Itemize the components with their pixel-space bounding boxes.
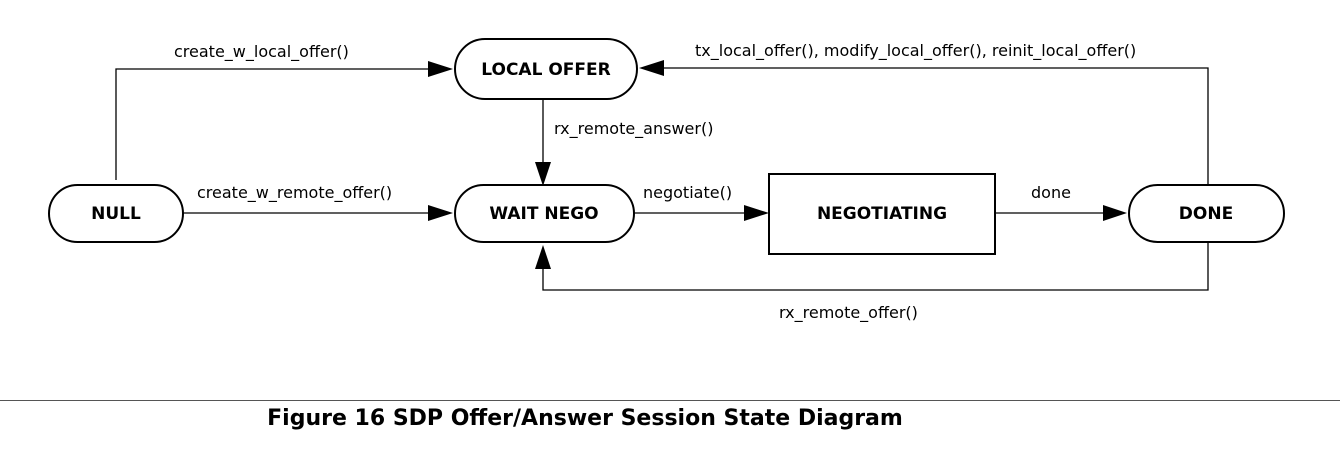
arrowhead [428,61,453,77]
arrowhead [535,245,551,269]
edge-null-to-local-offer [115,61,453,180]
node-done: DONE [1128,184,1285,243]
figure-caption: Figure 16 SDP Offer/Answer Session State… [267,406,903,431]
edge-done-to-local-offer [639,60,1209,185]
edge-label-negotiate: negotiate() [643,183,732,202]
node-wait-nego-label: WAIT NEGO [489,204,598,224]
edge-label-tx-modify-reinit: tx_local_offer(), modify_local_offer(), … [695,41,1136,61]
node-negotiating-label: NEGOTIATING [817,204,947,224]
node-local-offer: LOCAL OFFER [454,38,638,100]
node-null-label: NULL [91,204,141,224]
node-wait-nego: WAIT NEGO [454,184,635,243]
edge-label-done: done [1031,183,1071,202]
edge-label-create-w-remote-offer: create_w_remote_offer() [197,183,392,203]
arrowhead [1103,205,1127,221]
arrowhead [639,60,664,76]
edge-wait-nego-to-negotiating [634,205,769,221]
caption-divider [0,400,1340,401]
node-local-offer-label: LOCAL OFFER [481,60,610,80]
node-negotiating: NEGOTIATING [768,173,996,255]
edge-negotiating-to-done [995,205,1127,221]
edge-label-rx-remote-answer: rx_remote_answer() [554,119,713,139]
edge-label-create-w-local-offer: create_w_local_offer() [174,42,349,62]
arrowhead [744,205,769,221]
edge-local-offer-to-wait-nego [535,100,551,186]
node-null: NULL [48,184,184,243]
state-diagram: NULL LOCAL OFFER WAIT NEGO NEGOTIATING D… [48,38,1285,323]
arrowhead [428,205,453,221]
node-done-label: DONE [1179,204,1233,224]
edge-done-to-wait-nego [535,242,1209,291]
arrowhead [535,162,551,186]
edge-null-to-wait-nego [183,205,453,221]
edge-label-rx-remote-offer: rx_remote_offer() [779,303,918,323]
